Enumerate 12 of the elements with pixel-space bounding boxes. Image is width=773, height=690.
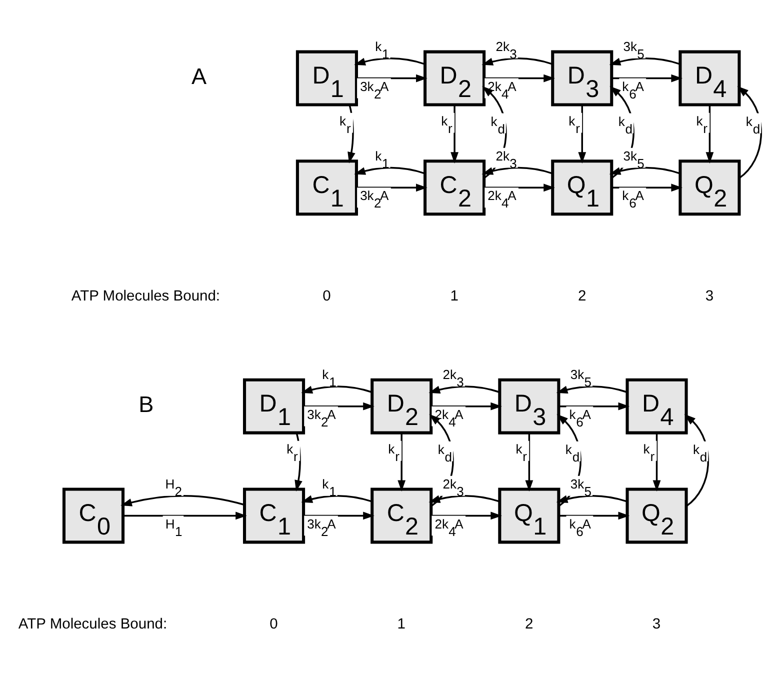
label: 2 — [525, 616, 534, 633]
label: ATP Molecules Bound: — [71, 288, 220, 305]
label: 0 — [270, 616, 278, 633]
label: 2 — [578, 288, 586, 305]
label: A — [192, 64, 207, 89]
label: 3 — [652, 616, 661, 633]
label: 1 — [397, 616, 406, 633]
label: B — [138, 392, 154, 417]
label: 0 — [322, 288, 331, 305]
label: 3 — [705, 288, 714, 305]
label: 1 — [450, 288, 458, 305]
label: ATP Molecules Bound: — [18, 616, 168, 633]
